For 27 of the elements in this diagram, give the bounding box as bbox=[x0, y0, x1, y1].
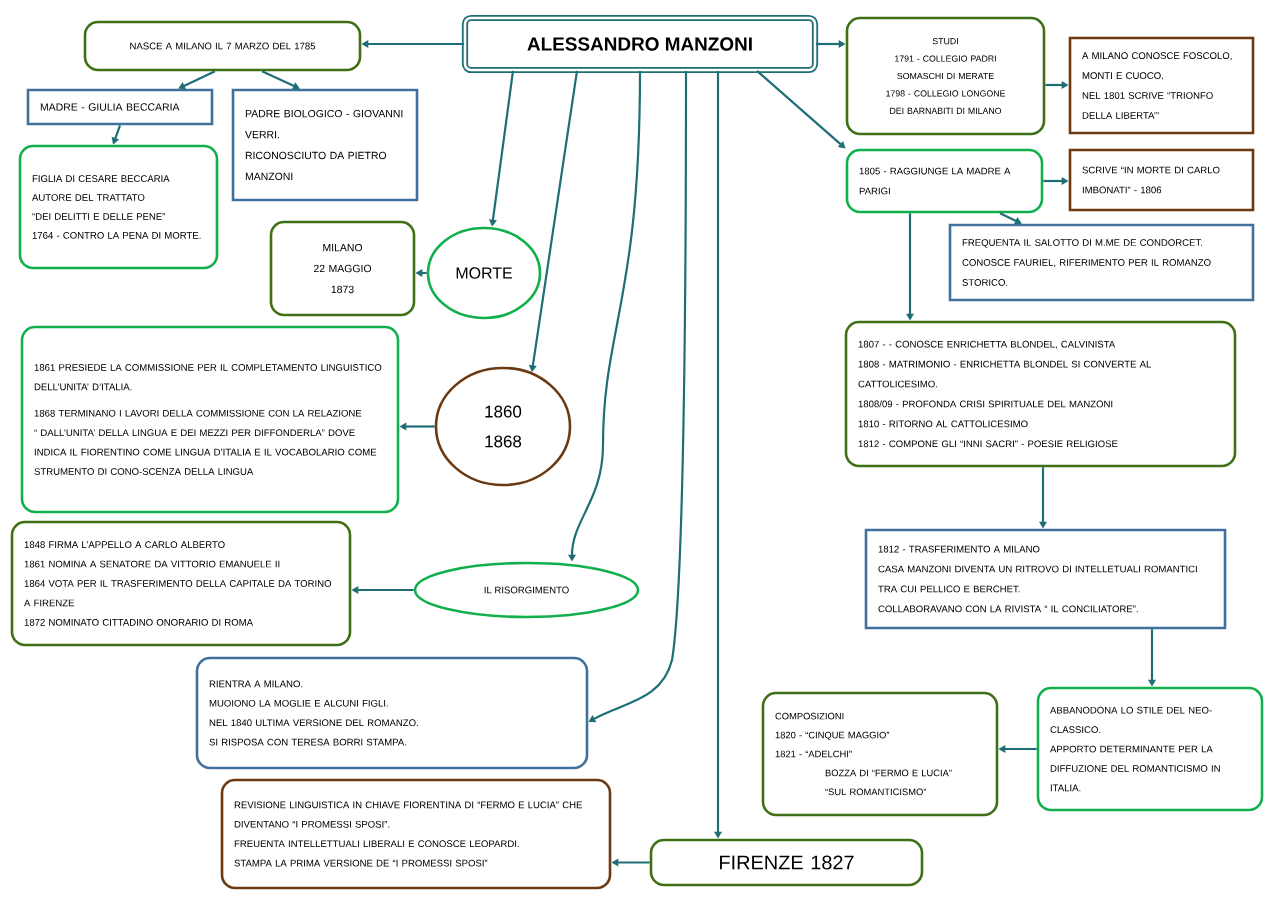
rectangle-box: 1812 - TRASFERIMENTO A MILANO CASA MANZONI DIVENTA UN RITROVO DI INTELLETUALI ROMANTICI TRA CUI PELLICO E BERCHET. COLLABORAVANO CON LA RIVISTA “ IL CONCILIATORE”. bbox=[864, 528, 1227, 630]
rectangle-box: FREQUENTA IL SALOTTO DI M.ME DE CONDORCET. CONOSCE FAURIEL, RIFERIMENTO PER IL ROMANZO STORICO. bbox=[948, 223, 1255, 302]
rounded-box: ABBANODONA LO STILE DEL NEO-CLASSICO. APPORTO DETERMINANTE PER LA DIFFUZIONE DEL ROMANTICISMO IN ITALIA. bbox=[1036, 686, 1264, 812]
rounded-box: FIRENZE 1827 bbox=[649, 838, 924, 887]
arrow bbox=[999, 212, 1022, 225]
rectangle-box: A MILANO CONOSCE FOSCOLO, MONTI E CUOCO. NEL 1801 SCRIVE “TRIONFO DELLA LIBERTA’” bbox=[1068, 36, 1255, 135]
rounded-box: 1848 FIRMA L’APPELLO A CARLO ALBERTO 1861 NOMINA A SENATORE DA VITTORIO EMANUELE II 1864 VOTA PER IL TRASFERIMENTO DELLA CAPITALE DA TORINO A FIRENZE 1872 NOMINATO CITTADINO ONORARIO DI ROMA bbox=[10, 520, 352, 647]
arrow bbox=[756, 70, 846, 149]
rounded-box: FIGLIA DI CESARE BECCARIA AUTORE DEL TRATTATO “DEI DELITTI E DELLE PENE” 1764 - CONTRO LA PENA DI MORTE. bbox=[18, 144, 219, 270]
arrow bbox=[261, 70, 300, 90]
rounded-box: RIENTRA A MILANO. MUOIONO LA MOGLIE E ALCUNI FIGLI. NEL 1840 ULTIMA VERSIONE DEL ROMANZO. SI RISPOSA CON TERESA BORRI STAMPA. bbox=[195, 656, 589, 770]
rounded-box: COMPOSIZIONI 1820 - “CINQUE MAGGIO” 1821 - “ADELCHI” BOZZA DI “FERMO E LUCIA” “SUL ROMANTICISMO” bbox=[761, 691, 999, 817]
rounded-box: REVISIONE LINGUISTICA IN CHIAVE FIORENTINA DI “FERMO E LUCIA” CHE DIVENTANO “I PROMESSI SPOSI”. FREUENTA INTELLETTUALI LIBERALI E CONOSCE LEOPARDI. STAMPA LA PRIMA VERSIONE DE “I PROMESSI SPOSI” bbox=[220, 778, 612, 890]
rounded-box: 1805 - RAGGIUNGE LA MADRE A PARIGI bbox=[845, 148, 1044, 214]
oval: 1860 1868 bbox=[434, 366, 572, 487]
arrow bbox=[178, 70, 216, 90]
rounded-box: STUDI 1791 - COLLEGIO PADRI SOMASCHI DI MERATE 1798 - COLLEGIO LONGONE DEI BARNABITI DI MILANO bbox=[845, 16, 1046, 136]
rounded-box: MILANO 22 MAGGIO 1873 bbox=[269, 220, 416, 317]
oval: IL RISORGIMENTO bbox=[413, 561, 640, 619]
oval: MORTE bbox=[426, 226, 542, 320]
rectangle-box: PADRE BIOLOGICO - GIOVANNI VERRI. RICONOSCIUTO DA PIETRO MANZONI bbox=[231, 88, 419, 202]
rectangle-box: SCRIVE “IN MORTE DI CARLO IMBONATI” - 1806 bbox=[1068, 148, 1255, 212]
rounded-box: NASCE A MILANO IL 7 MARZO DEL 1785 bbox=[83, 20, 362, 72]
rounded-box: 1861 PRESIEDE LA COMMISSIONE PER IL COMPLETAMENTO LINGUISTICO DELL’UNITA’ D’ITALIA. 1868 TERMINANO I LAVORI DELLA COMMISSIONE CON LA RELAZIONE “ DALL’UNITA’ DELLA LINGUA E DEI MEZZI PER DIFFONDERLA” DOVE INDICA IL FIORENTINO COME LINGUA D’ITALIA E IL VOCABOLARIO COME STRUMENTO DI CONO-SCENZA DELLA LINGUA bbox=[20, 325, 400, 514]
title-box: ALESSANDRO MANZONI bbox=[461, 14, 819, 74]
rounded-box: 1807 - - CONOSCE ENRICHETTA BLONDEL, CALVINISTA 1808 - MATRIMONIO - ENRICHETTA BLONDEL SI CONVERTE AL CATTOLICESIMO. 1808/09 - PROFONDA CRISI SPIRITUALE DEL MANZONI 1810 - RITORNO AL CATTOLICESIMO 1812 - COMPONE GLI “INNI SACRI” - POESIE RELIGIOSE bbox=[844, 320, 1237, 468]
rectangle-box: MADRE - GIULIA BECCARIA bbox=[26, 88, 214, 126]
